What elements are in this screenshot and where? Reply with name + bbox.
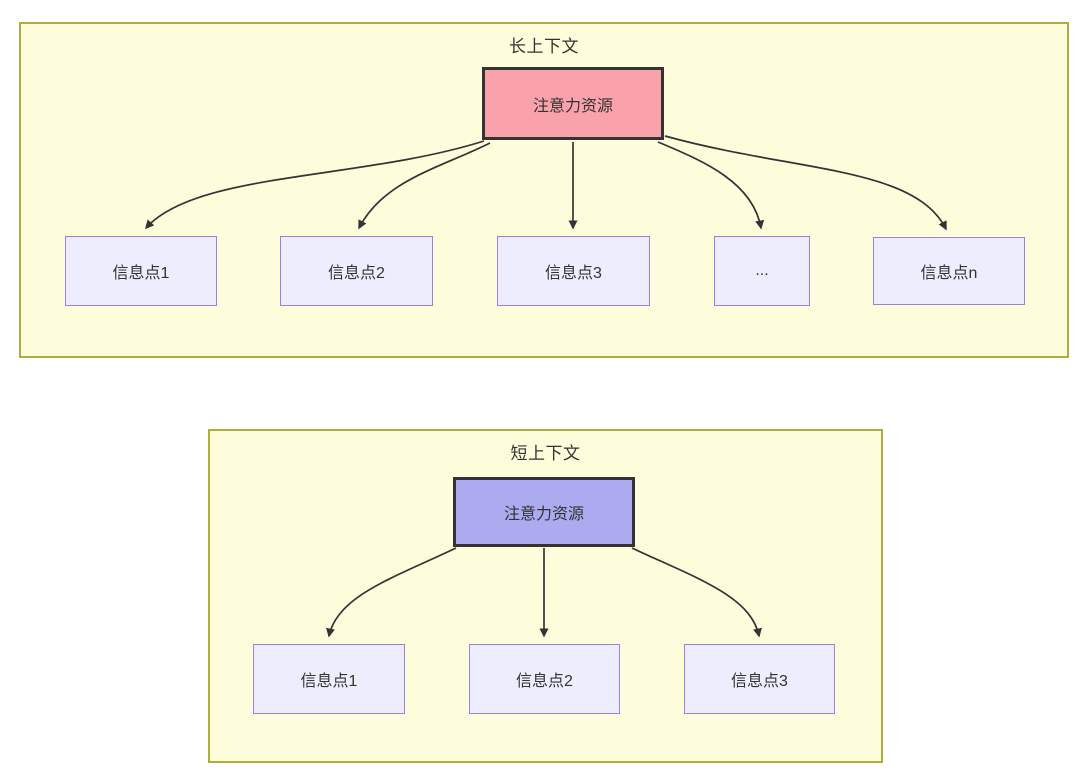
- info-node-short-3: 信息点3: [684, 644, 835, 714]
- info-node-long-ellipsis: ...: [714, 236, 810, 306]
- info-node-short-1: 信息点1: [253, 644, 405, 714]
- long-context-title: 长上下文: [509, 37, 579, 56]
- info-node-long-2: 信息点2: [280, 236, 433, 306]
- info-node-short-2: 信息点2: [469, 644, 620, 714]
- info-node-long-1: 信息点1: [65, 236, 217, 306]
- attention-resource-node-short: 注意力资源: [453, 477, 635, 547]
- info-node-long-n: 信息点n: [873, 237, 1025, 305]
- short-context-title: 短上下文: [510, 444, 581, 463]
- info-node-long-3: 信息点3: [497, 236, 650, 306]
- attention-resource-node-long: 注意力资源: [482, 67, 664, 140]
